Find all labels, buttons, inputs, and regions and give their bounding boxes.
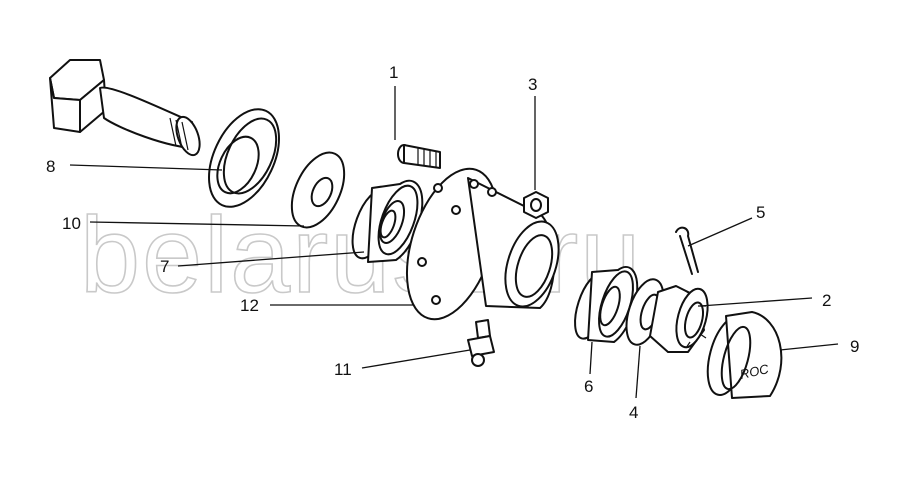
callout-8: 8: [46, 157, 55, 176]
callout-5: 5: [756, 203, 765, 222]
hub-cap: ROC: [706, 311, 783, 399]
callout-12: 12: [240, 296, 259, 315]
wheel-stud: [397, 144, 441, 169]
axle-spindle: [49, 59, 201, 157]
wheel-hub: [405, 167, 560, 321]
cotter-pin: [675, 226, 699, 275]
callout-1: 1: [389, 63, 398, 82]
castle-nut: [649, 285, 709, 353]
callout-4: 4: [629, 403, 638, 422]
callout-labels: 1 3 8 10 7 12 11 6 4 2 5 9: [46, 63, 859, 422]
callout-7: 7: [160, 257, 169, 276]
seal-ring: [208, 108, 280, 208]
cap-marking: ROC: [739, 361, 771, 382]
callout-11: 11: [334, 360, 352, 379]
outer-bearing: [574, 266, 639, 343]
hub-nut: [523, 191, 549, 219]
callout-2: 2: [822, 291, 831, 310]
callout-9: 9: [850, 337, 859, 356]
callout-3: 3: [528, 75, 537, 94]
grease-nipple: [467, 319, 495, 367]
callout-10: 10: [62, 214, 81, 233]
leader-lines: [69, 86, 839, 399]
inner-bearing: [351, 179, 424, 263]
callout-6: 6: [584, 377, 593, 396]
